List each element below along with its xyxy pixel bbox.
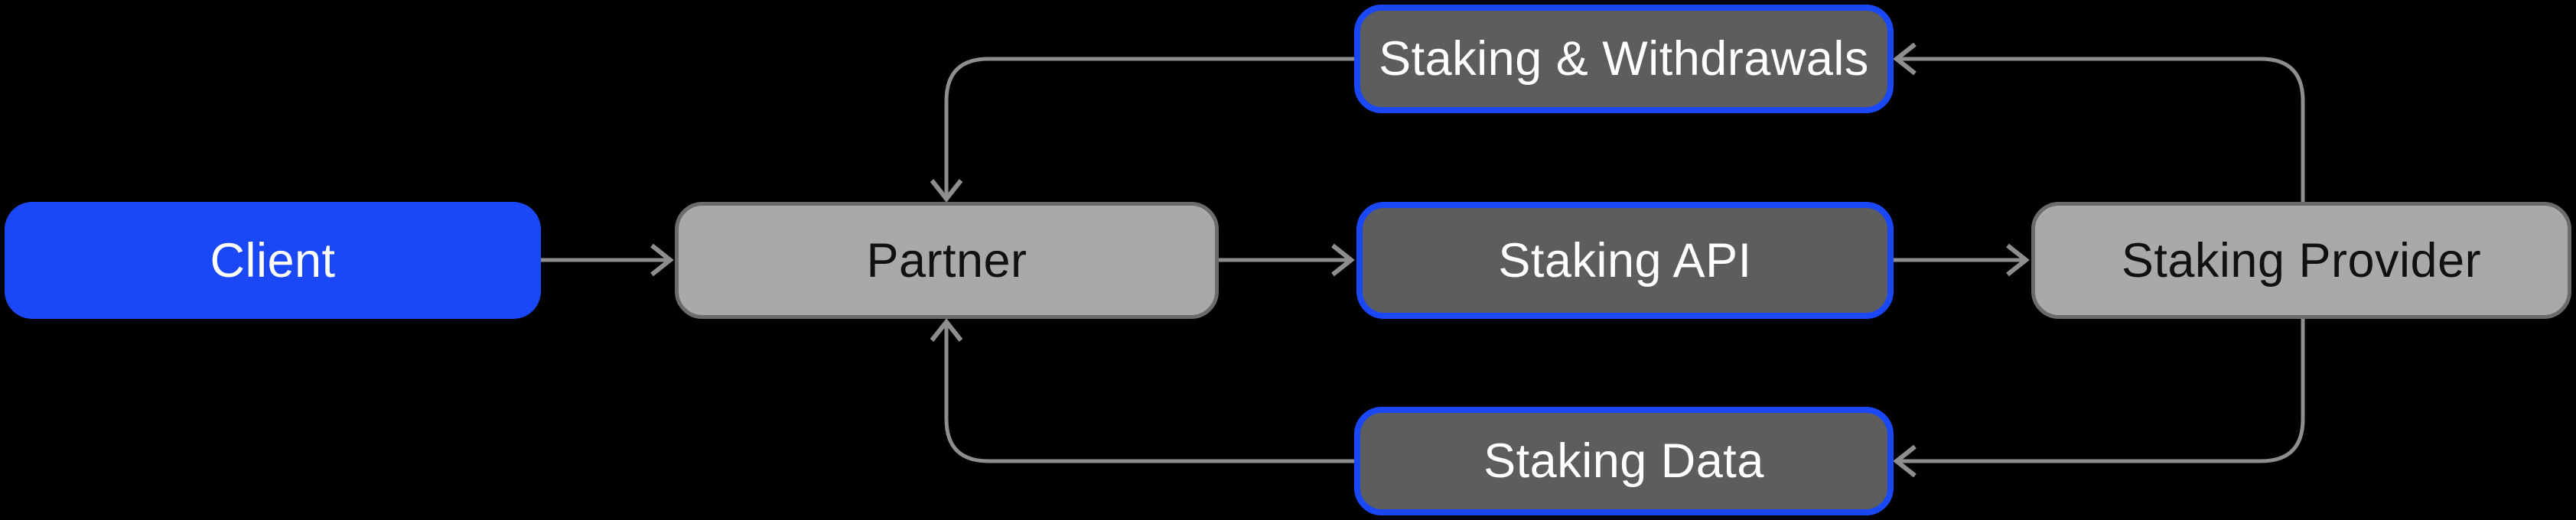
node-staking-provider-label: Staking Provider [2121, 233, 2482, 288]
node-staking-withdrawals-label: Staking & Withdrawals [1379, 32, 1869, 86]
node-staking-data-label: Staking Data [1483, 434, 1764, 488]
node-partner-label: Partner [866, 233, 1027, 288]
arrowhead-into-partner-bottom [930, 318, 963, 342]
edge-withdrawals-partner-line [944, 57, 1354, 199]
arrowhead-into-data-right [1893, 444, 1917, 478]
node-staking-data: Staking Data [1354, 407, 1894, 515]
node-staking-provider: Staking Provider [2031, 202, 2571, 319]
arrowhead-into-provider-left [2006, 243, 2030, 277]
node-client-label: Client [210, 233, 336, 288]
arrowhead-into-withdrawals-right [1893, 42, 1917, 76]
node-staking-api-label: Staking API [1498, 233, 1752, 288]
node-staking-api: Staking API [1356, 202, 1894, 319]
edge-data-partner-line [944, 322, 1354, 463]
edge-provider-withdrawals-line [1897, 57, 2305, 202]
edge-provider-data-line [1897, 319, 2305, 463]
node-client: Client [5, 202, 541, 319]
node-partner: Partner [675, 202, 1219, 319]
node-staking-withdrawals: Staking & Withdrawals [1354, 5, 1894, 113]
arrowhead-into-partner-top [930, 179, 963, 203]
arrowhead-into-partner-left [650, 243, 674, 277]
arrowhead-into-api-left [1331, 243, 1355, 277]
